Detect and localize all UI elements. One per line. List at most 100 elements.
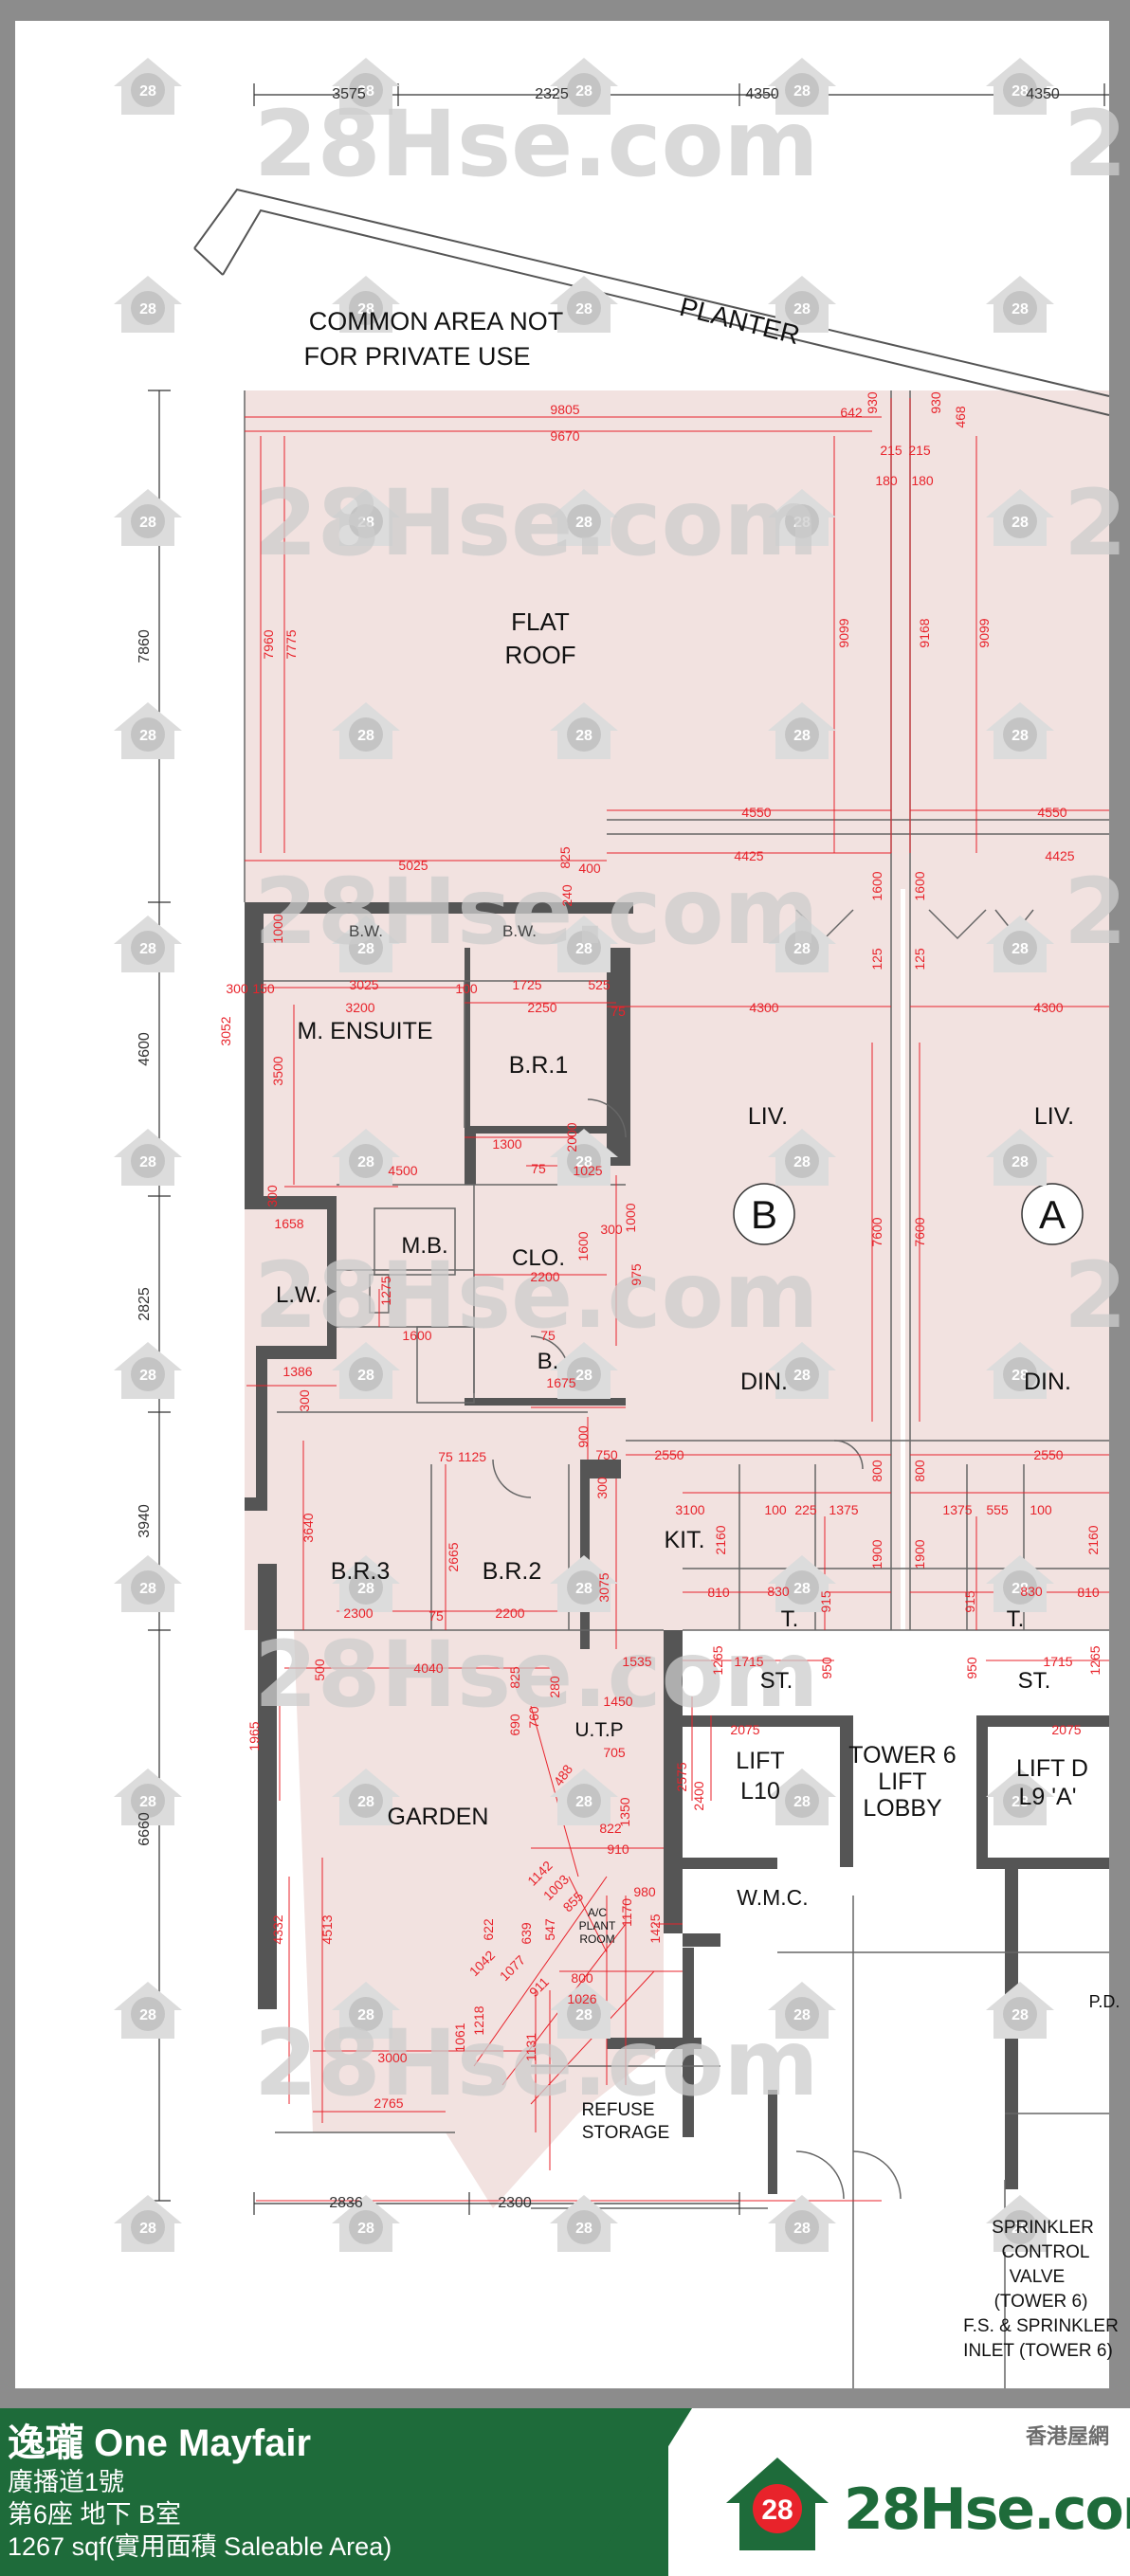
plan-text: 639 xyxy=(519,1922,534,1945)
plan-text: 750 xyxy=(595,1447,618,1462)
unit-b-area xyxy=(245,889,901,1630)
svg-text:28: 28 xyxy=(761,2494,793,2526)
label-wmc: W.M.C. xyxy=(737,1885,808,1910)
plan-text: 1535 xyxy=(622,1654,651,1669)
plan-text: 300 xyxy=(594,1477,610,1499)
watermark-text: 28Hse.com 28Hse.com 28Hse.com 28Hse.com … xyxy=(254,91,1130,2116)
plan-text: 28 xyxy=(139,1581,156,1597)
plan-text: 28 xyxy=(575,1154,592,1170)
plan-text: 1131 xyxy=(523,2033,538,2061)
label-br1: B.R.1 xyxy=(509,1052,569,1079)
plan-text: 215 xyxy=(880,443,902,458)
label-lift-l10-1: LIFT xyxy=(736,1748,784,1774)
plan-text: 2575 xyxy=(674,1762,689,1791)
label-st-1: ST. xyxy=(760,1668,793,1694)
plan-text: 810 xyxy=(707,1585,730,1600)
plan-text: 75 xyxy=(428,1608,444,1624)
plan-text: 2400 xyxy=(691,1781,706,1810)
plan-text: 28 xyxy=(357,2007,374,2023)
left-dim-1: 7860 xyxy=(137,629,153,663)
plan-text: 1600 xyxy=(869,871,884,900)
watermark-text-5: 28Hse.com xyxy=(254,1622,819,1728)
label-bw-2: B.W. xyxy=(502,922,537,940)
plan-text: 9670 xyxy=(550,428,579,444)
plan-text: 28 xyxy=(357,1581,374,1597)
plan-text: 1375 xyxy=(829,1502,858,1517)
plan-text: 28 xyxy=(575,1581,592,1597)
plan-text: 1450 xyxy=(603,1694,632,1709)
label-sprinkler-6: INLET (TOWER 6) xyxy=(963,2341,1113,2361)
plan-text: 28 xyxy=(575,728,592,744)
label-ac-1: A/C xyxy=(588,1906,607,1919)
label-lift-l10-2: L10 xyxy=(740,1778,780,1805)
left-dim-4: 3940 xyxy=(137,1504,153,1538)
plan-text: 1000 xyxy=(623,1203,638,1232)
plan-text: 28 xyxy=(139,2007,156,2023)
plan-text: 1218 xyxy=(471,2005,486,2035)
plan-text: 642 xyxy=(840,405,863,420)
plan-text: 100 xyxy=(764,1502,787,1517)
plan-text: 125 xyxy=(912,948,927,971)
plan-text: 822 xyxy=(599,1821,622,1836)
plan-text: 4425 xyxy=(734,848,763,863)
plan-text: 915 xyxy=(962,1590,977,1613)
label-unit-a: A xyxy=(1039,1192,1066,1237)
label-st-2: ST. xyxy=(1018,1668,1051,1694)
plan-text: 28 xyxy=(139,941,156,957)
plan-text: 910 xyxy=(607,1841,629,1857)
partition-lines xyxy=(244,390,1109,2388)
plan-text: 180 xyxy=(911,473,934,488)
plan-text: 28 xyxy=(139,301,156,317)
plan-text: 28 xyxy=(575,83,592,100)
top-dim-2: 2325 xyxy=(535,86,569,102)
plan-text: 28 xyxy=(575,2007,592,2023)
label-t-1: T. xyxy=(781,1606,799,1632)
footer: 逸瓏 One Mayfair 廣播道1號 第6座 地下 B室 1267 sqf(… xyxy=(0,2408,1130,2576)
plan-text: 4513 xyxy=(319,1914,335,1944)
plan-text: 300 xyxy=(600,1222,623,1237)
plan-text: 930 xyxy=(928,391,943,414)
plan-text: 2250 xyxy=(527,1000,556,1015)
plan-text: 28 xyxy=(139,1154,156,1170)
plan-text: 28 xyxy=(139,515,156,531)
plan-text: 4500 xyxy=(388,1163,417,1178)
watermark-text-8: 28Hse.com xyxy=(1064,470,1130,576)
plan-text: 28 xyxy=(139,1794,156,1810)
watermark-text-10: 28Hse.com xyxy=(1064,1243,1130,1349)
label-bw-1: B.W. xyxy=(349,922,383,940)
plan-text: 975 xyxy=(629,1263,644,1286)
watermark-text-6: 28Hse.com xyxy=(254,2010,819,2116)
plan-text: 1375 xyxy=(942,1502,972,1517)
plan-text: 2765 xyxy=(374,2095,403,2111)
plan-text: 28 xyxy=(357,1794,374,1810)
plan-text: 3075 xyxy=(596,1572,611,1602)
plan-text: 1265 xyxy=(710,1645,725,1675)
label-ac-2: PLANT xyxy=(579,1919,616,1932)
watermark-text-4: 28Hse.com xyxy=(254,1243,819,1349)
plan-text: 1658 xyxy=(274,1216,303,1231)
unit-b-circle xyxy=(733,1183,795,1245)
label-clo: CLO. xyxy=(512,1245,565,1271)
plan-text: 28 xyxy=(357,515,374,531)
plan-text: 280 xyxy=(547,1676,562,1698)
unit-info: 第6座 地下 B室 xyxy=(8,2500,182,2529)
plan-text: 800 xyxy=(869,1460,884,1482)
label-utp: U.T.P xyxy=(574,1719,623,1741)
plan-text: 1900 xyxy=(869,1539,884,1569)
plan-text: 28 xyxy=(139,2221,156,2237)
dimension-numbers: 9805 9670 642 930 930 468 215 215 180 18… xyxy=(218,391,1103,2111)
plan-text: 28 xyxy=(793,301,811,317)
flat-roof-area xyxy=(245,390,1109,889)
plan-text: 915 xyxy=(818,1590,833,1613)
street-address: 廣播道1號 xyxy=(8,2468,125,2496)
plan-text: 760 xyxy=(526,1706,541,1729)
frame-right xyxy=(1109,0,1130,2408)
plan-text: 28 xyxy=(357,83,374,100)
plan-text: 3200 xyxy=(345,1000,374,1015)
plan-text: 1170 xyxy=(619,1898,634,1927)
plan-text: 28 xyxy=(357,301,374,317)
plan-text: 622 xyxy=(481,1918,496,1941)
plan-text: 2200 xyxy=(530,1269,559,1284)
brand-logo[interactable]: 香港屋網 28 28Hse.com xyxy=(720,2418,1130,2569)
plan-text: 547 xyxy=(542,1918,557,1941)
